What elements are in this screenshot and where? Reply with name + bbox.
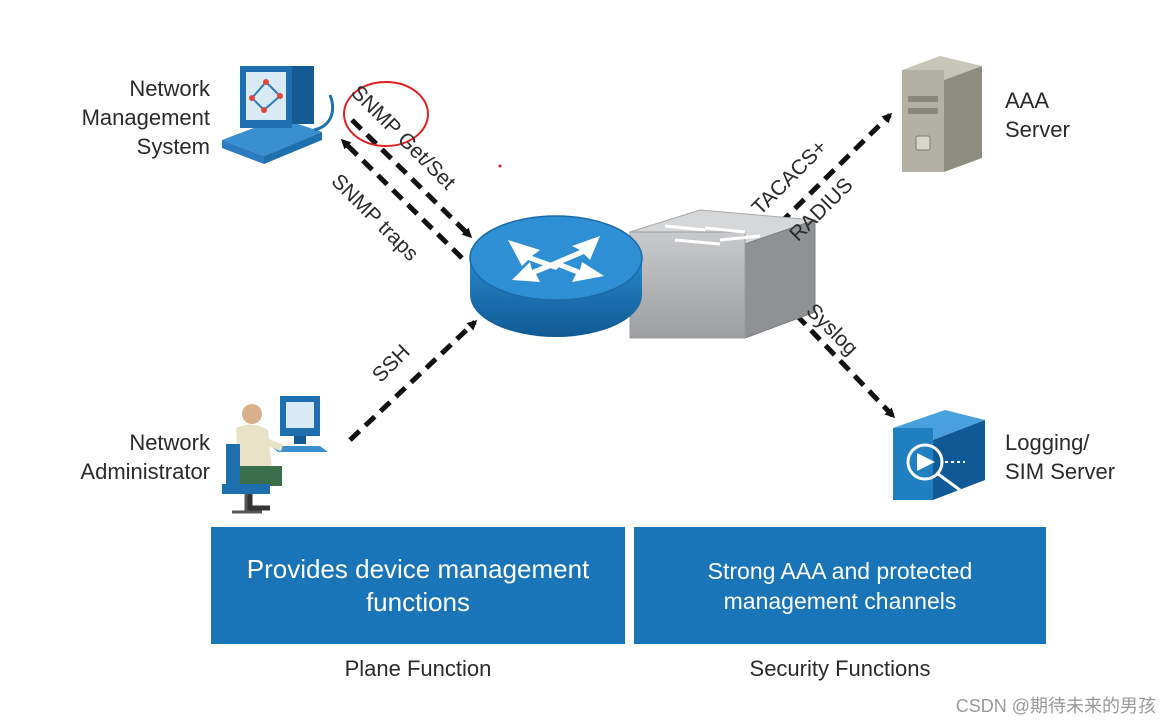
syslog-arrow [780, 298, 896, 419]
switch-icon [629, 209, 816, 339]
snmp-traps-arrow [340, 138, 464, 260]
router-icon [469, 215, 643, 337]
nms-label: Network Management System [81, 76, 210, 159]
ssh-arrow [348, 319, 478, 442]
watermark: CSDN @期待未来的男孩 [955, 696, 1156, 716]
aaa-server-label: AAA Server [1005, 88, 1070, 142]
plane-function-caption: Plane Function [344, 656, 492, 681]
security-functions-caption: Security Functions [749, 656, 931, 681]
security-functions-box: Strong AAA and protected management chan… [634, 527, 1046, 644]
network-management-system-icon [222, 66, 335, 164]
logging-sim-server-icon [893, 410, 985, 500]
administrator-label: Network Administrator [80, 430, 210, 484]
annotation-dot [498, 164, 502, 168]
aaa-server-icon [902, 56, 982, 172]
network-administrator-icon [222, 396, 328, 514]
plane-function-box: Provides device management functions [211, 527, 625, 644]
annotation-circle [343, 81, 429, 147]
snmp-get-set-arrow [350, 118, 473, 239]
logging-server-label: Logging/ SIM Server [1005, 430, 1116, 484]
